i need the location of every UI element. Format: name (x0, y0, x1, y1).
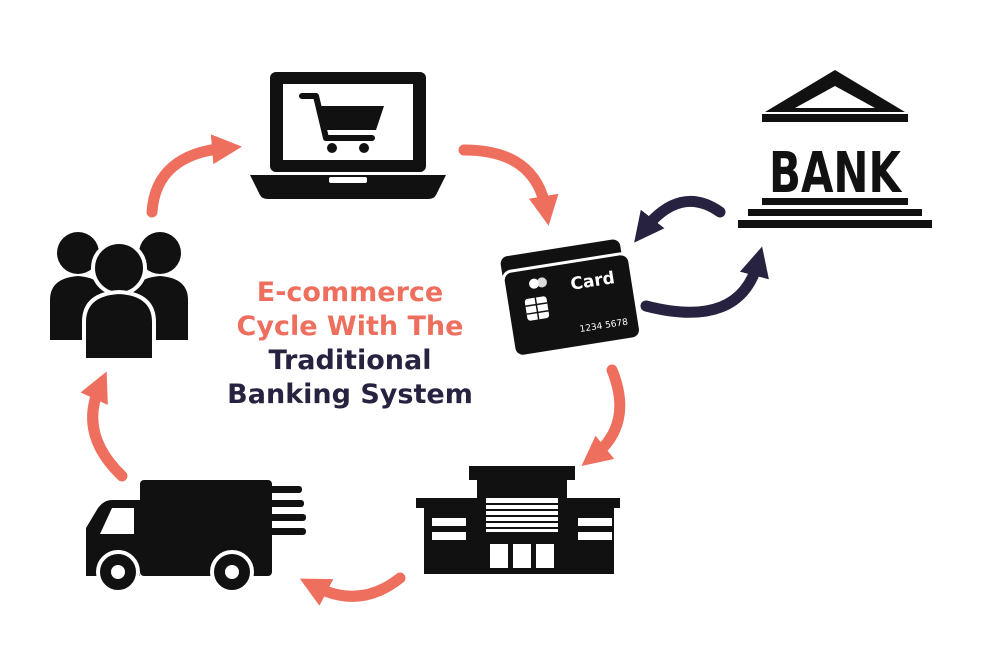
arrow-card-to-bank (640, 246, 769, 318)
bank-label: BANK (769, 141, 903, 206)
diagram-title: E-commerce Cycle With The Traditional Ba… (190, 276, 510, 412)
arrow-laptop-to-card (458, 144, 559, 226)
arrow-truck-to-customers (80, 371, 128, 482)
credit-card-icon: Card 1234 5678 (497, 236, 642, 358)
arrow-bank-to-card (634, 195, 726, 243)
title-line-1: E-commerce (256, 277, 444, 308)
laptop-cart-icon (250, 72, 446, 199)
customers-icon (50, 232, 188, 362)
title-line-4: Banking System (227, 379, 473, 410)
store-icon (416, 466, 620, 574)
bank-icon: BANK (738, 70, 932, 228)
delivery-truck-icon (86, 480, 306, 594)
title-line-3: Traditional (268, 345, 432, 376)
title-line-2: Cycle With The (236, 311, 464, 342)
arrow-customers-to-laptop (146, 134, 242, 218)
arrow-store-to-truck (299, 572, 406, 606)
arrow-card-to-store (581, 364, 626, 467)
